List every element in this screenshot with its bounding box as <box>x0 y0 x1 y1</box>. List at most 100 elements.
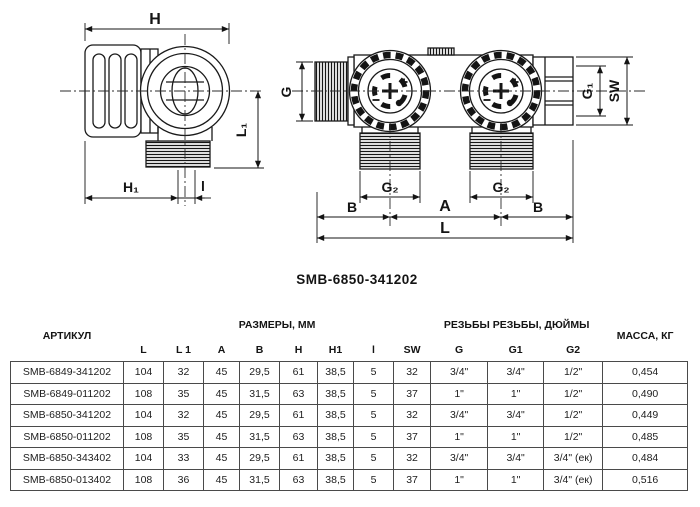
dimension-sw: SW <box>576 56 633 126</box>
value-cell: 45 <box>203 447 240 470</box>
value-cell: 3/4" <box>487 361 545 384</box>
value-cell: 35 <box>163 425 204 448</box>
value-cell: 1" <box>430 382 489 405</box>
technical-drawing: H L₁ H₁ l <box>60 11 648 243</box>
dimension-bab: B A B <box>316 140 574 243</box>
header-col-l1: L 1 <box>176 344 191 356</box>
value-cell: 3/4" (ек) <box>543 468 604 491</box>
value-cell: 45 <box>203 468 240 491</box>
header-article: АРТИКУЛ <box>42 330 92 342</box>
header-col-g: G <box>455 344 464 356</box>
value-cell: 31,5 <box>239 425 280 448</box>
value-cell: 104 <box>123 361 164 384</box>
value-cell: 29,5 <box>239 447 280 470</box>
value-cell: 5 <box>353 425 394 448</box>
value-cell: 0,484 <box>602 447 689 470</box>
dim-label-g: G <box>278 86 294 97</box>
value-cell: 32 <box>392 447 432 470</box>
header-col-g2: G2 <box>566 344 581 356</box>
dim-label-h: H <box>149 11 161 28</box>
header-mass: МАССА, КГ <box>616 330 674 342</box>
value-cell: 29,5 <box>239 361 280 384</box>
value-cell: 3/4" <box>487 404 545 427</box>
value-cell: 38,5 <box>317 404 354 427</box>
dim-label-l-small: l <box>201 178 205 194</box>
header-col-l: L <box>140 344 147 356</box>
value-cell: 0,449 <box>602 404 689 427</box>
value-cell: 0,485 <box>602 425 689 448</box>
dim-label-h1: H₁ <box>123 179 139 195</box>
value-cell: 1/2" <box>543 425 604 448</box>
value-cell: 33 <box>163 447 204 470</box>
value-cell: 32 <box>163 361 204 384</box>
value-cell: 45 <box>203 404 240 427</box>
dim-label-g1: G₁ <box>579 82 595 99</box>
dim-label-b-left: B <box>347 199 357 215</box>
value-cell: 5 <box>353 361 394 384</box>
value-cell: 35 <box>163 382 204 405</box>
dim-label-a: A <box>439 198 451 215</box>
value-cell: 104 <box>123 404 164 427</box>
header-col-a: A <box>217 344 226 356</box>
value-cell: 36 <box>163 468 204 491</box>
dim-label-sw: SW <box>606 79 622 102</box>
article-cell: SMB-6850-011202 <box>10 425 124 448</box>
article-cell: SMB-6849-011202 <box>10 382 124 405</box>
value-cell: 1" <box>487 382 545 405</box>
spec-table-container: АРТИКУЛ РАЗМЕРЫ, ММ РЕЗЬБЫ РЕЗЬБЫ, ДЮЙМЫ… <box>10 311 700 491</box>
value-cell: 31,5 <box>239 382 280 405</box>
value-cell: 37 <box>392 425 432 448</box>
value-cell: 32 <box>392 404 432 427</box>
outlet-right <box>469 127 534 170</box>
value-cell: 63 <box>279 425 318 448</box>
value-cell: 38,5 <box>317 382 354 405</box>
header-col-h1: H1 <box>328 344 343 356</box>
dimension-g1: G₁ <box>576 65 606 117</box>
value-cell: 31,5 <box>239 468 280 491</box>
value-cell: 3/4" <box>430 447 489 470</box>
value-cell: 63 <box>279 382 318 405</box>
dimension-l1: L₁ <box>214 91 264 169</box>
value-cell: 61 <box>279 361 318 384</box>
value-cell: 38,5 <box>317 468 354 491</box>
value-cell: 1" <box>487 425 545 448</box>
value-cell: 5 <box>353 382 394 405</box>
model-caption: SMB-6850-341202 <box>296 272 418 287</box>
value-cell: 61 <box>279 447 318 470</box>
value-cell: 108 <box>123 382 164 405</box>
dim-label-g2-right: G₂ <box>492 179 509 195</box>
value-cell: 38,5 <box>317 361 354 384</box>
value-cell: 45 <box>203 361 240 384</box>
article-cell: SMB-6850-013402 <box>10 468 124 491</box>
value-cell: 1" <box>487 468 545 491</box>
header-group-threads: РЕЗЬБЫ РЕЗЬБЫ, ДЮЙМЫ <box>443 319 590 331</box>
value-cell: 3/4" (ек) <box>543 447 604 470</box>
dim-label-l: L <box>440 220 450 237</box>
header-col-sw: SW <box>403 344 421 356</box>
article-cell: SMB-6850-343402 <box>10 447 124 470</box>
article-cell: SMB-6849-341202 <box>10 361 124 384</box>
value-cell: 0,516 <box>602 468 689 491</box>
value-cell: 1/2" <box>543 361 604 384</box>
value-cell: 45 <box>203 382 240 405</box>
value-cell: 37 <box>392 468 432 491</box>
value-cell: 0,490 <box>602 382 689 405</box>
value-cell: 38,5 <box>317 447 354 470</box>
value-cell: 5 <box>353 468 394 491</box>
value-cell: 32 <box>392 361 432 384</box>
dim-label-l1: L₁ <box>233 123 249 138</box>
value-cell: 3/4" <box>430 404 489 427</box>
value-cell: 5 <box>353 404 394 427</box>
value-cell: 1" <box>430 468 489 491</box>
value-cell: 45 <box>203 425 240 448</box>
value-cell: 1/2" <box>543 404 604 427</box>
value-cell: 3/4" <box>430 361 489 384</box>
value-cell: 5 <box>353 447 394 470</box>
value-cell: 0,454 <box>602 361 689 384</box>
